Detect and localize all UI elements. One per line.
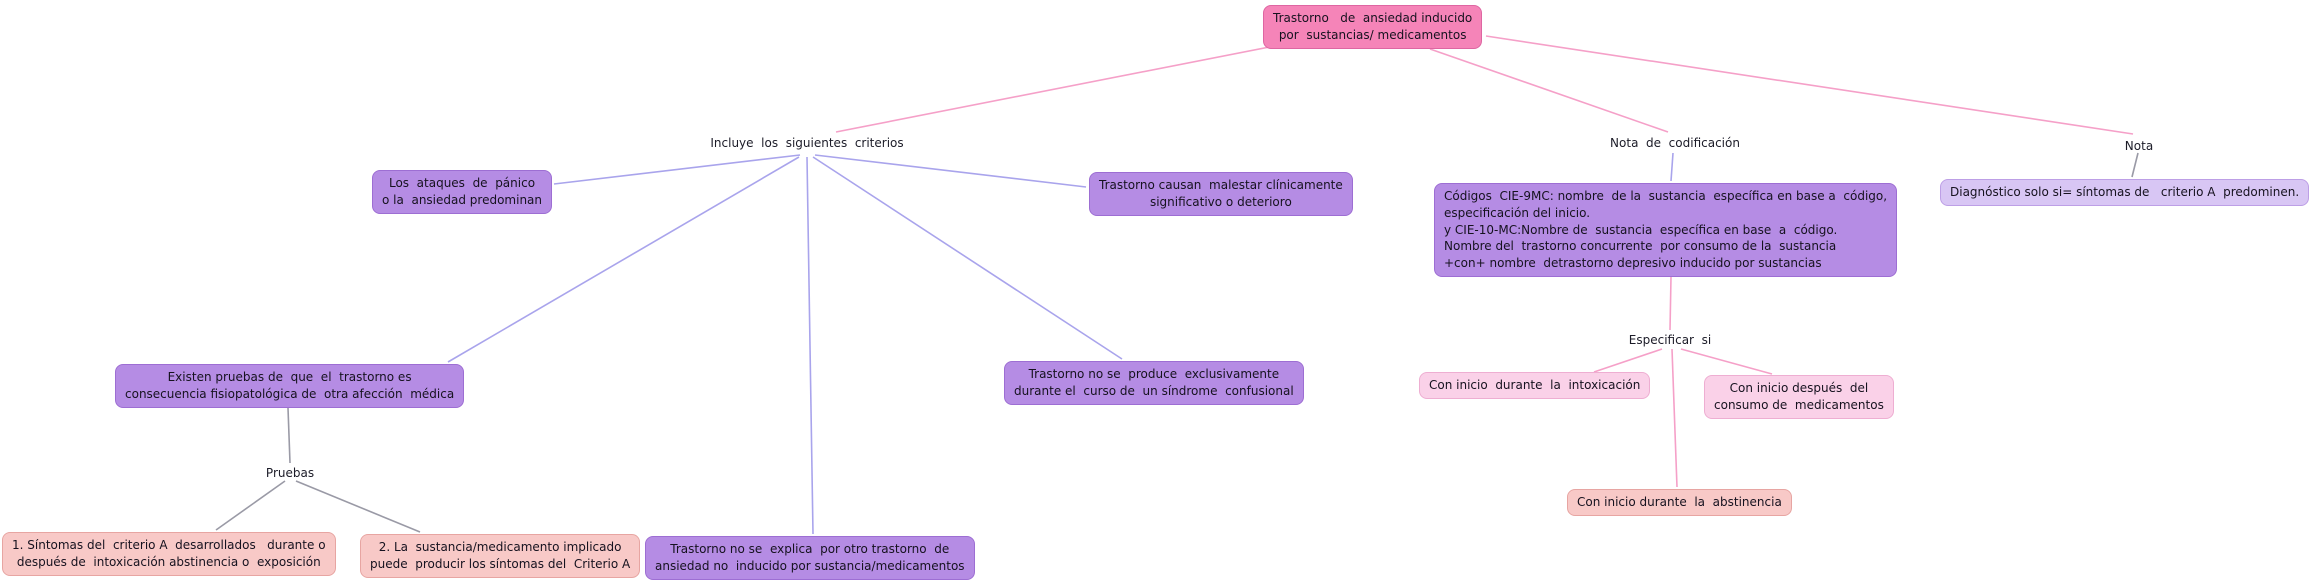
connector-pruebas-criterio2 [295,480,421,533]
connector-criterios-explica [806,156,814,535]
node-ataques-panico[interactable]: Los ataques de pánico o la ansiedad pred… [372,170,553,214]
connector-nota-diagnostico [2131,152,2139,178]
label-nota[interactable]: Nota [2124,139,2154,153]
node-criterio-1[interactable]: 1. Síntomas del criterio A desarrollados… [2,532,336,576]
connector-notacod-codigos [1670,152,1674,182]
connector-especificar-consumo [1680,348,1773,375]
node-no-otro-trastorno[interactable]: Trastorno no se explica por otro trastor… [645,536,975,580]
connector-criterios-confusional [812,156,1123,360]
node-inicio-abstinencia[interactable]: Con inicio durante la abstinencia [1567,489,1792,516]
connector-root-nota [1485,35,2134,135]
node-inicio-intoxicacion[interactable]: Con inicio durante la intoxicación [1419,372,1651,399]
label-especificar-si[interactable]: Especificar si [1628,333,1712,347]
connector-criterios-panico [553,154,801,185]
connector-codigos-especificar [1669,276,1672,331]
node-criterio-2[interactable]: 2. La sustancia/medicamento implicado pu… [360,534,641,578]
node-sindrome-confusional[interactable]: Trastorno no se produce exclusivamente d… [1004,361,1304,405]
node-malestar-clinico[interactable]: Trastorno causan malestar clínicamente s… [1089,172,1353,216]
label-incluye-criterios[interactable]: Incluye los siguientes criterios [710,136,904,150]
node-pruebas-trastorno[interactable]: Existen pruebas de que el trastorno es c… [115,364,465,408]
node-inicio-consumo-medicamentos[interactable]: Con inicio después del consumo de medica… [1704,375,1894,419]
label-pruebas[interactable]: Pruebas [265,466,315,480]
node-codigos-cie[interactable]: Códigos CIE-9MC: nombre de la sustancia … [1434,183,1898,277]
node-root[interactable]: Trastorno de ansiedad inducido por susta… [1263,5,1483,49]
connector-especificar-intoxicacion [1593,348,1663,373]
connector-existen-pruebas [287,407,291,464]
connector-root-criterios [835,39,1306,133]
connector-pruebas-criterio1 [215,480,286,531]
node-diagnostico-criterio-a[interactable]: Diagnóstico solo si= síntomas de criteri… [1940,179,2310,206]
label-nota-codificacion[interactable]: Nota de codificación [1610,136,1740,150]
connector-especificar-abstinencia [1671,348,1678,488]
connector-root-nota-codificacion [1429,48,1669,133]
connector-criterios-malestar [814,154,1087,188]
